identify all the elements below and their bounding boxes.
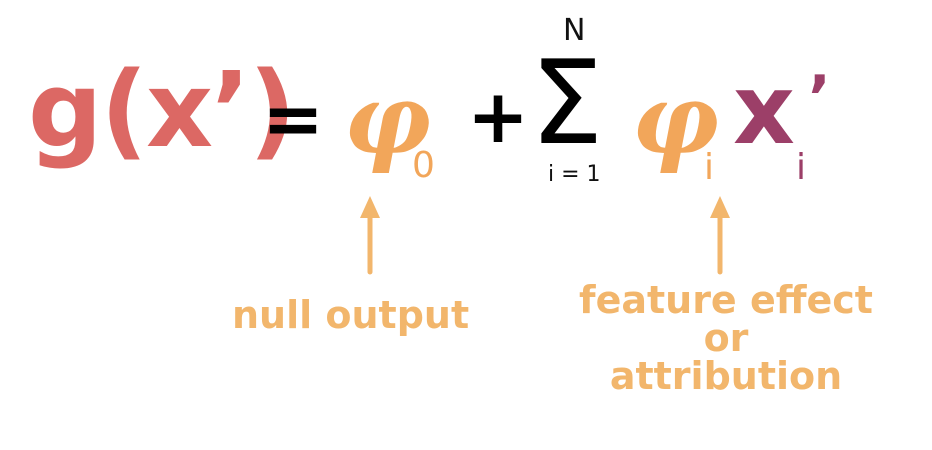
null-output-label: null output — [232, 293, 470, 337]
phi-zero-subscript: 0 — [412, 145, 435, 186]
sum-upper-limit: N — [563, 13, 586, 48]
feature-effect-arrow — [710, 196, 730, 275]
x-variable: x — [733, 54, 795, 166]
feature-effect-label: feature effect or attribution — [566, 281, 886, 395]
x-prime-mark: ’ — [808, 63, 831, 133]
null-output-arrow — [360, 196, 380, 275]
x-subscript: i — [796, 147, 807, 188]
feature-effect-line-2: or — [703, 316, 749, 360]
feature-effect-line-1: feature effect — [579, 278, 873, 322]
formula-lhs: g(x’) — [28, 49, 296, 171]
phi-i-symbol: φ — [632, 63, 719, 176]
summation-symbol: Σ — [530, 36, 604, 171]
plus-sign: + — [467, 74, 530, 160]
sum-lower-limit: i = 1 — [548, 162, 601, 187]
equals-sign: = — [262, 76, 325, 162]
phi-zero-symbol: φ — [344, 63, 431, 176]
phi-i-subscript: i — [704, 147, 715, 188]
feature-effect-line-3: attribution — [609, 354, 843, 398]
